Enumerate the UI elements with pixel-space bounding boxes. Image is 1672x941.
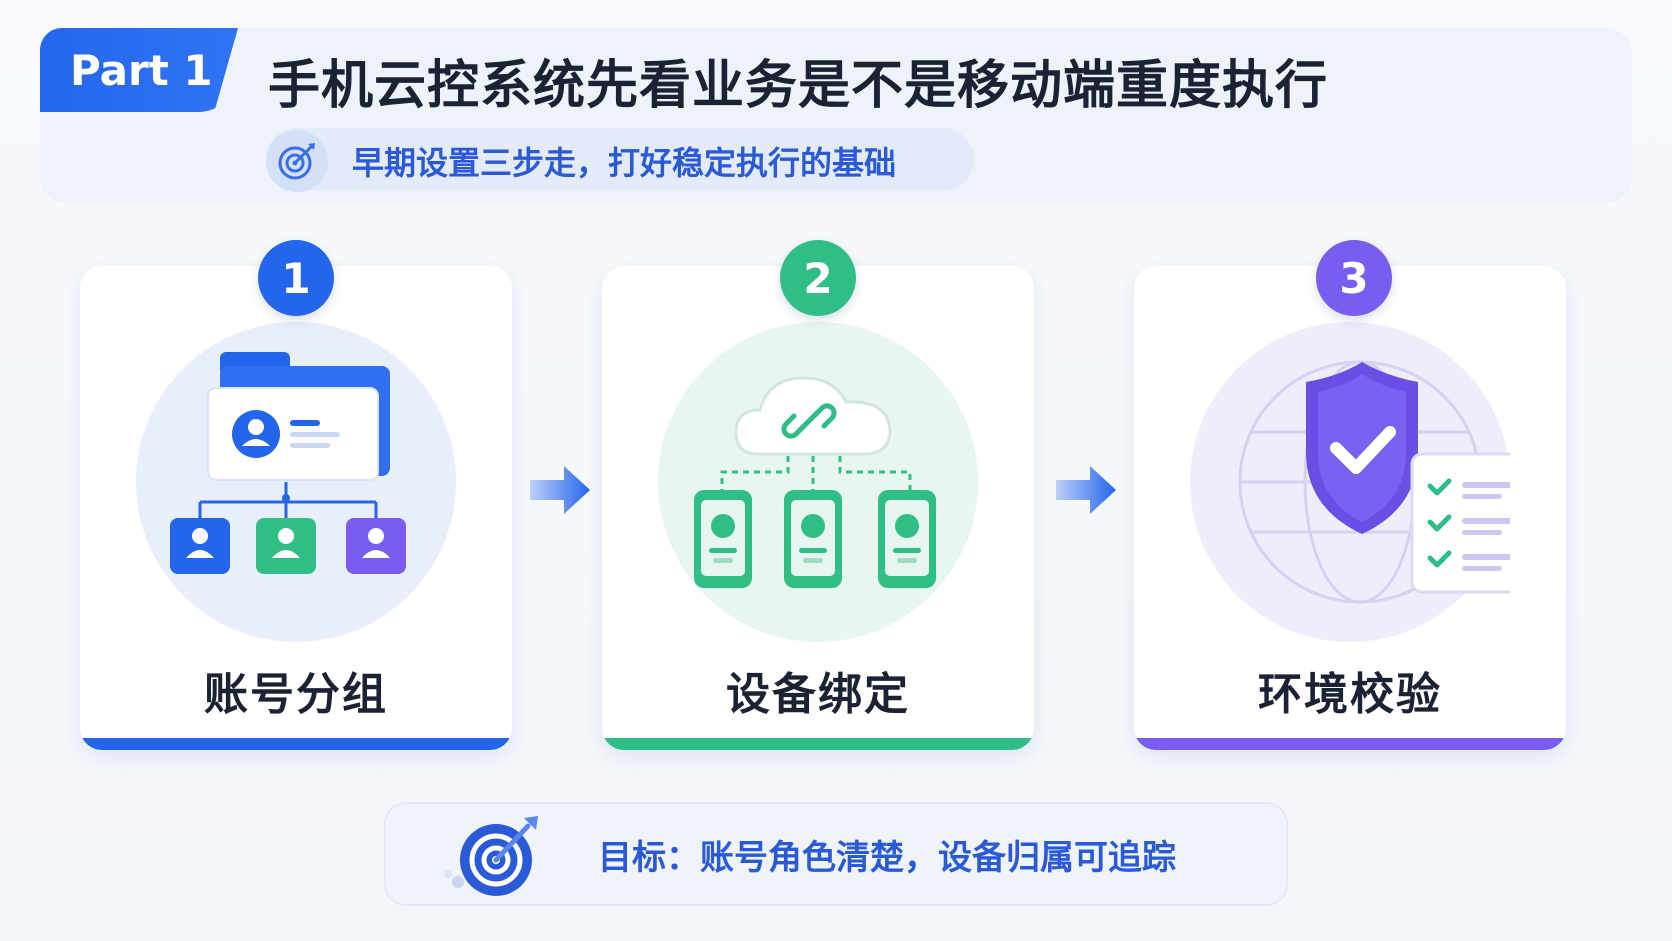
step-number-badge: 1 xyxy=(258,240,334,316)
step-card-environment-check: 环境校验 xyxy=(1134,266,1566,750)
subtitle-pill xyxy=(266,128,974,190)
account-group-icon xyxy=(170,352,406,574)
step-card-account-group: 账号分组 xyxy=(80,266,512,750)
part-badge: Part 1 xyxy=(40,28,238,112)
step-accent-bar xyxy=(80,738,512,750)
goal-text: 目标：账号角色清楚，设备归属可追踪 xyxy=(598,837,1176,878)
arrow-right-icon xyxy=(1056,466,1116,514)
step-number-badge: 2 xyxy=(780,240,856,316)
step-card-device-binding: 设备绑定 xyxy=(602,266,1034,750)
step-accent-bar xyxy=(602,738,1034,750)
shield-check-icon xyxy=(1238,360,1510,604)
step-number-badge: 3 xyxy=(1316,240,1392,316)
arrow-right-icon xyxy=(530,466,590,514)
page-title: 手机云控系统先看业务是不是移动端重度执行 xyxy=(268,55,1329,116)
cloud-device-icon xyxy=(694,376,936,588)
target-arrow-icon xyxy=(444,816,538,896)
step-label: 环境校验 xyxy=(1258,669,1442,720)
subtitle-text: 早期设置三步走，打好稳定执行的基础 xyxy=(352,144,897,182)
target-icon xyxy=(266,130,328,192)
step-label: 账号分组 xyxy=(204,669,388,720)
step-accent-bar xyxy=(1134,738,1566,750)
step-label: 设备绑定 xyxy=(726,669,910,720)
